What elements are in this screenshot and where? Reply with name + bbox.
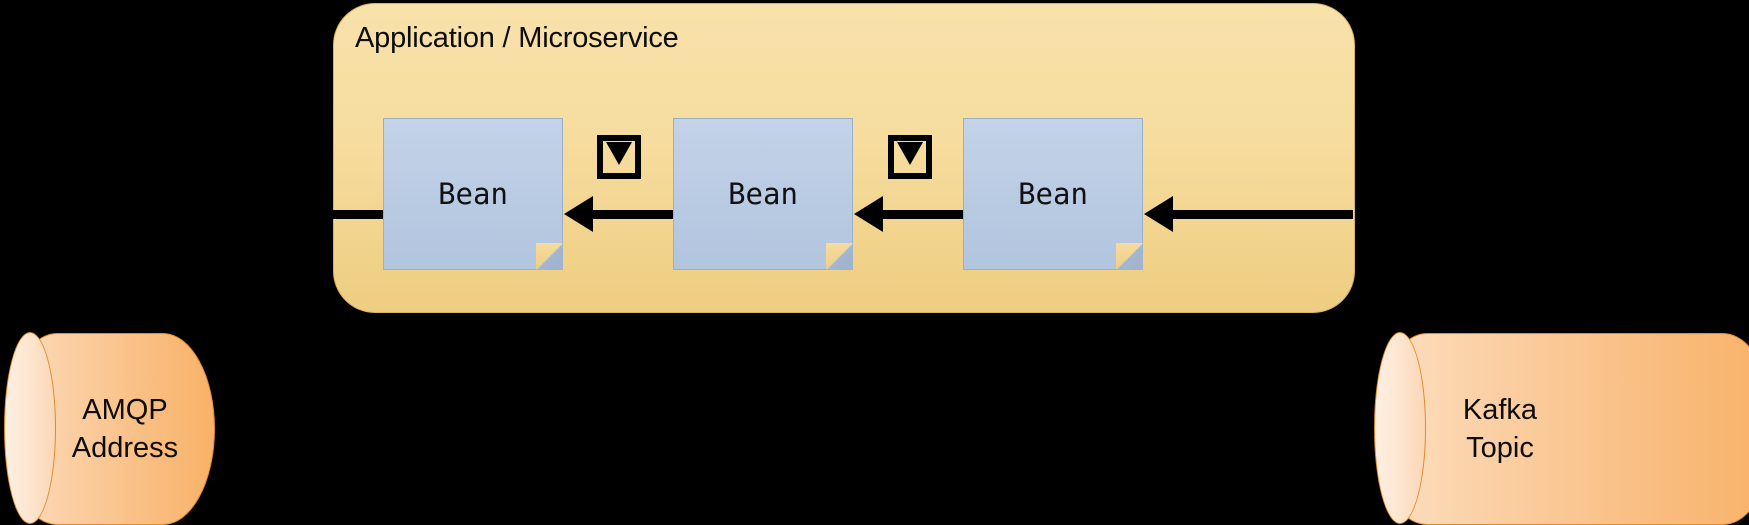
message-envelope-icon <box>888 135 932 179</box>
bean-box-2: Bean <box>673 118 853 270</box>
bean-label: Bean <box>438 177 508 211</box>
kafka-topic-cylinder: Kafka Topic <box>1374 332 1749 525</box>
message-envelope-icon <box>597 135 641 179</box>
bean-label: Bean <box>1018 177 1088 211</box>
cylinder-body <box>1375 333 1749 525</box>
bean-box-3: Bean <box>963 118 1143 270</box>
arrow-segment-bean2-to-bean1 <box>593 210 675 219</box>
arrow-segment-bean3-to-bean2 <box>883 210 965 219</box>
cylinder-end-cap <box>4 332 56 524</box>
arrow-head-bean3 <box>1144 196 1173 232</box>
arrow-segment-from-kafka <box>1173 210 1353 219</box>
bean-box-1: Bean <box>383 118 563 270</box>
arrow-head-bean1 <box>564 196 593 232</box>
cylinder-end-cap <box>1374 332 1426 524</box>
arrow-segment-to-amqp <box>332 210 384 219</box>
amqp-address-cylinder: AMQP Address <box>4 332 215 525</box>
bean-label: Bean <box>728 177 798 211</box>
application-microservice-title: Application / Microservice <box>355 22 679 54</box>
arrow-head-bean2 <box>854 196 883 232</box>
